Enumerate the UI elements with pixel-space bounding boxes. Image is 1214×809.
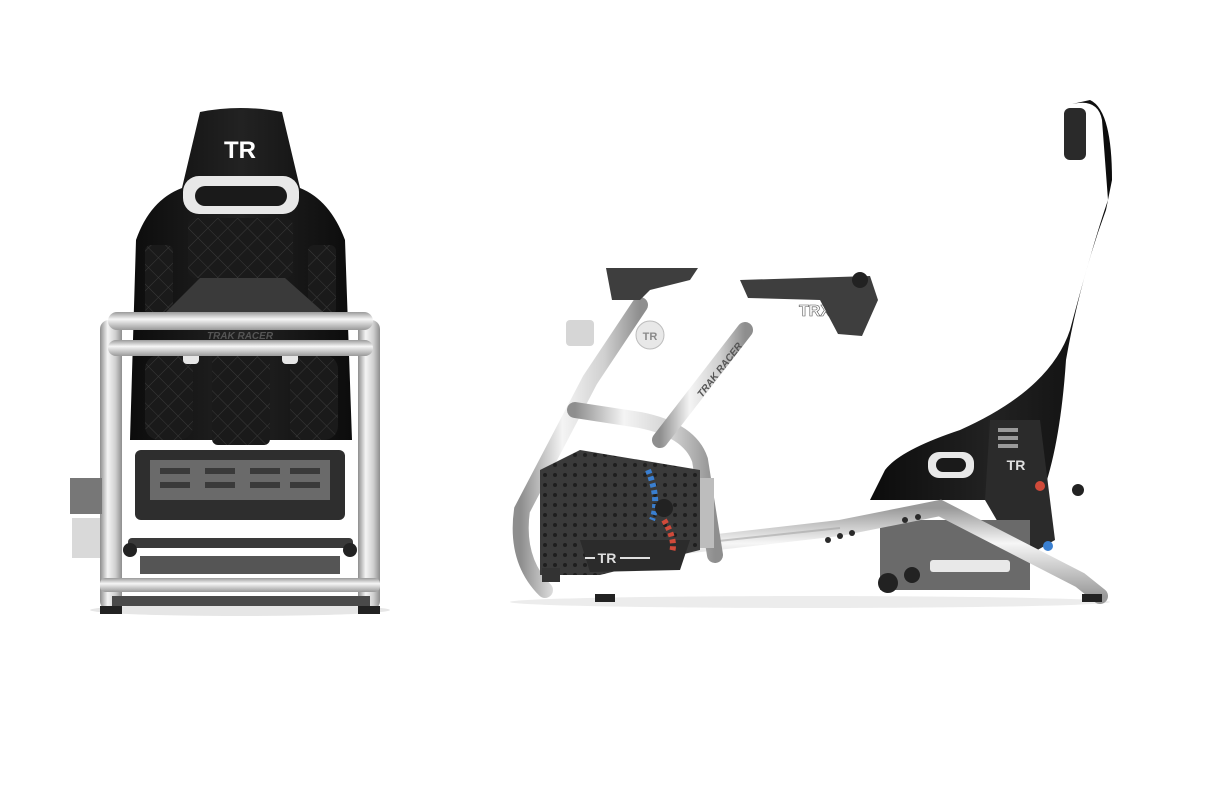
frame-upright-right	[358, 320, 380, 610]
front-bar-text: TRAK RACER	[207, 331, 274, 342]
side-badge: TRX	[799, 303, 831, 320]
front-view: TR TRAK RACER	[70, 108, 390, 616]
headrest-block	[1064, 108, 1086, 160]
blue-adjuster	[1043, 541, 1053, 551]
side-view: TR TRAK RACER TRX TR TR	[510, 100, 1112, 608]
seat-slider-side	[880, 520, 1030, 590]
frame-diagonal-tube	[652, 322, 753, 448]
frame-front-hoop	[512, 297, 648, 598]
watermark-text-1	[200, 636, 204, 651]
frame-upright-left	[100, 320, 122, 610]
shifter-mount	[70, 478, 102, 514]
quilted-center-panel	[212, 345, 270, 445]
frame-top-crossbar	[108, 312, 373, 330]
side-disc-badge: TR	[643, 331, 658, 343]
wheel-deck-plate	[606, 268, 698, 300]
quilted-upper-panel	[188, 218, 293, 278]
wheel-mount-bracket	[740, 276, 878, 336]
frame-base-rail	[100, 578, 380, 592]
wheel-deck	[160, 278, 330, 318]
seat-side-profile	[870, 100, 1112, 500]
base-plate-badge: TR	[598, 550, 617, 566]
frame-front-bar	[108, 340, 373, 356]
red-adjuster	[1035, 481, 1045, 491]
seat-side-badge: TR	[1007, 457, 1026, 473]
seat-badge: TR	[224, 137, 256, 164]
